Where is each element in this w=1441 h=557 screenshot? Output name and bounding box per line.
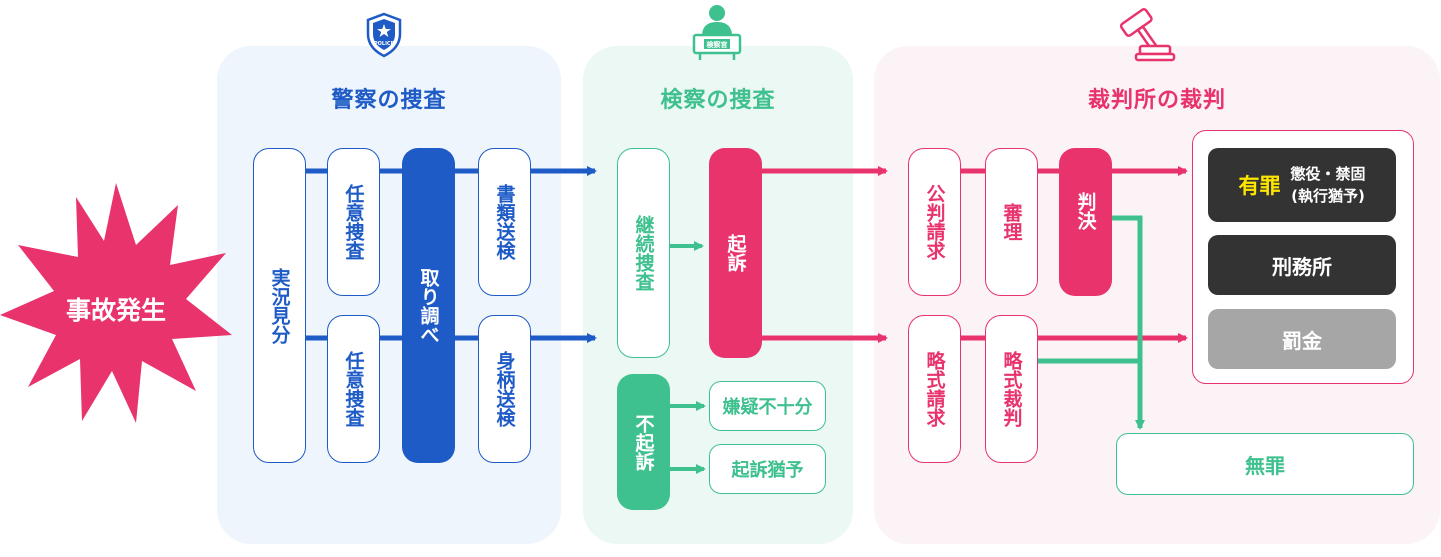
- box-ryakushiki-seikyu: 略式請求: [908, 315, 961, 463]
- court-title: 裁判所の裁判: [1087, 88, 1226, 113]
- box-kiso-label: 起訴: [724, 234, 747, 272]
- box-ryakushiki-saiban: 略式裁判: [985, 315, 1038, 463]
- box-ryakushiki-label: 略式請求: [923, 351, 946, 427]
- choueki-line2: (執行猶予): [1291, 187, 1365, 205]
- box-kisoyuyo-label: 起訴猶予: [731, 460, 804, 481]
- box-shinri: 審理: [985, 148, 1038, 296]
- box-kengi-fujubun: 嫌疑不十分: [709, 381, 826, 431]
- box-nini1-label: 任意捜査: [342, 184, 365, 260]
- start-starburst: 事故発生: [0, 183, 232, 429]
- police-icon-text: POLICE: [374, 41, 395, 47]
- box-torishirabe: 取り調べ: [402, 148, 455, 463]
- police-badge-icon: POLICE: [364, 12, 404, 58]
- box-fukiso-label: 不起訴: [632, 413, 655, 471]
- result-muzai: 無罪: [1116, 433, 1414, 495]
- box-shinri-label: 審理: [1000, 203, 1023, 241]
- prosecutor-icon-text: 検察官: [707, 40, 728, 49]
- gavel-icon: [1110, 6, 1176, 62]
- box-shorui-label: 書類送検: [493, 184, 516, 260]
- box-kiso-yuyo: 起訴猶予: [709, 444, 826, 494]
- box-migara-souken: 身柄送検: [478, 315, 531, 463]
- box-fukiso: 不起訴: [617, 374, 670, 510]
- bakkin-label: 罰金: [1282, 328, 1322, 353]
- result-keimusho: 刑務所: [1208, 235, 1396, 295]
- box-jikkyo-label: 実況見分: [268, 267, 291, 344]
- box-torishirabe-label: 取り調べ: [417, 267, 440, 344]
- box-kiso: 起訴: [709, 148, 762, 358]
- box-kohan-label: 公判請求: [923, 184, 946, 260]
- box-hanketsu-label: 判決: [1074, 192, 1097, 230]
- box-ryakushiki-saiban-label: 略式裁判: [1000, 351, 1023, 427]
- box-kohan-seikyu: 公判請求: [908, 148, 961, 296]
- box-migara-label: 身柄送検: [493, 351, 516, 427]
- box-jikkyo-kenbun: 実況見分: [253, 148, 306, 463]
- box-nini-sousa-top: 任意捜査: [327, 148, 380, 296]
- box-keizoku-label: 継続捜査: [632, 215, 655, 291]
- result-yuzai: 有罪 懲役・禁固 (執行猶予): [1208, 148, 1396, 222]
- result-bakkin: 罰金: [1208, 309, 1396, 369]
- box-keizoku-sousa: 継続捜査: [617, 148, 670, 358]
- prosecutor-icon: 検察官: [688, 2, 746, 62]
- yuzai-label: 有罪: [1238, 174, 1281, 198]
- police-title: 警察の捜査: [331, 88, 447, 113]
- box-hanketsu: 判決: [1059, 148, 1112, 296]
- yuzai-detail: 懲役・禁固 (執行猶予): [1290, 163, 1365, 207]
- muzai-label: 無罪: [1245, 453, 1285, 478]
- box-shorui-souken: 書類送検: [478, 148, 531, 296]
- box-nini2-label: 任意捜査: [342, 351, 365, 427]
- choueki-line1: 懲役・禁固: [1290, 165, 1366, 183]
- start-label: 事故発生: [65, 296, 166, 325]
- box-nini-sousa-bottom: 任意捜査: [327, 315, 380, 463]
- prosecution-title: 検察の捜査: [660, 88, 776, 113]
- box-kengi-label: 嫌疑不十分: [722, 397, 813, 418]
- keimusho-label: 刑務所: [1272, 254, 1332, 279]
